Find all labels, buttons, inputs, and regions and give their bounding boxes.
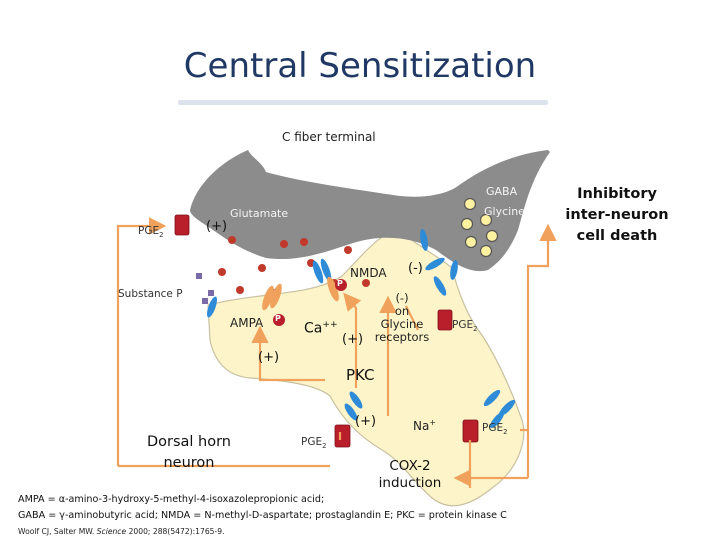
ampa-phospho-marker <box>273 314 285 326</box>
orange-receptors <box>262 276 339 311</box>
blue-receptors <box>207 229 516 428</box>
footnote-line-2: GABA = γ-aminobutyric acid; NMDA = N-met… <box>18 510 507 521</box>
glutamate-label: Glutamate <box>230 207 289 220</box>
plus-sign-ampa: (+) <box>258 350 280 365</box>
plus-sign-pkc: (+) <box>355 414 377 429</box>
glycine-receptor-block: (-) on Glycine receptors <box>374 291 430 344</box>
pge2-label-left: PGE2 <box>301 436 327 451</box>
dorsal-horn-label: Dorsal horn neuron <box>146 434 232 471</box>
pge2-label-fiber: PGE2 <box>138 225 164 240</box>
feedback-arrows <box>116 217 557 488</box>
pge2-label-membrane: PGE2 <box>452 319 478 334</box>
footnote-line-1: AMPA = α-amino-3-hydroxy-5-methyl-4-isox… <box>18 494 325 505</box>
nmda-p-text: P <box>337 279 343 288</box>
c-fiber-terminal-shape <box>190 150 550 272</box>
citation: Woolf CJ, Salter MW. Science 2000; 288(5… <box>18 527 225 536</box>
gaba-label: GABA <box>486 185 518 198</box>
pge2-label-right: PGE2 <box>482 422 508 437</box>
minus-sign-nmda: (-) <box>408 261 423 276</box>
pkc-label: PKC <box>346 366 375 384</box>
plus-sign-center: (+) <box>342 332 364 347</box>
nmda-phospho-marker <box>335 279 347 291</box>
sodium-label: Na+ <box>413 418 436 433</box>
page-title: Central Sensitization <box>183 46 537 86</box>
c-fiber-label: C fiber terminal <box>282 130 376 144</box>
calcium-label: Ca++ <box>304 320 338 337</box>
inhibitory-label: Inhibitory inter-neuron cell death <box>565 186 669 244</box>
gaba-glycine-vesicles <box>460 197 499 258</box>
cox2-label: COX-2 induction <box>378 458 442 491</box>
glycine-label: Glycine <box>484 205 525 218</box>
substance-p-markers <box>196 273 214 304</box>
pge2-receptors <box>174 214 479 448</box>
ampa-p-text: P <box>275 314 281 323</box>
nmda-label: NMDA <box>350 266 387 280</box>
plus-sign-fiber: (+) <box>206 219 228 234</box>
ampa-label: AMPA <box>230 316 264 330</box>
title-divider <box>178 100 548 105</box>
substance-p-label: Substance P <box>118 288 183 300</box>
